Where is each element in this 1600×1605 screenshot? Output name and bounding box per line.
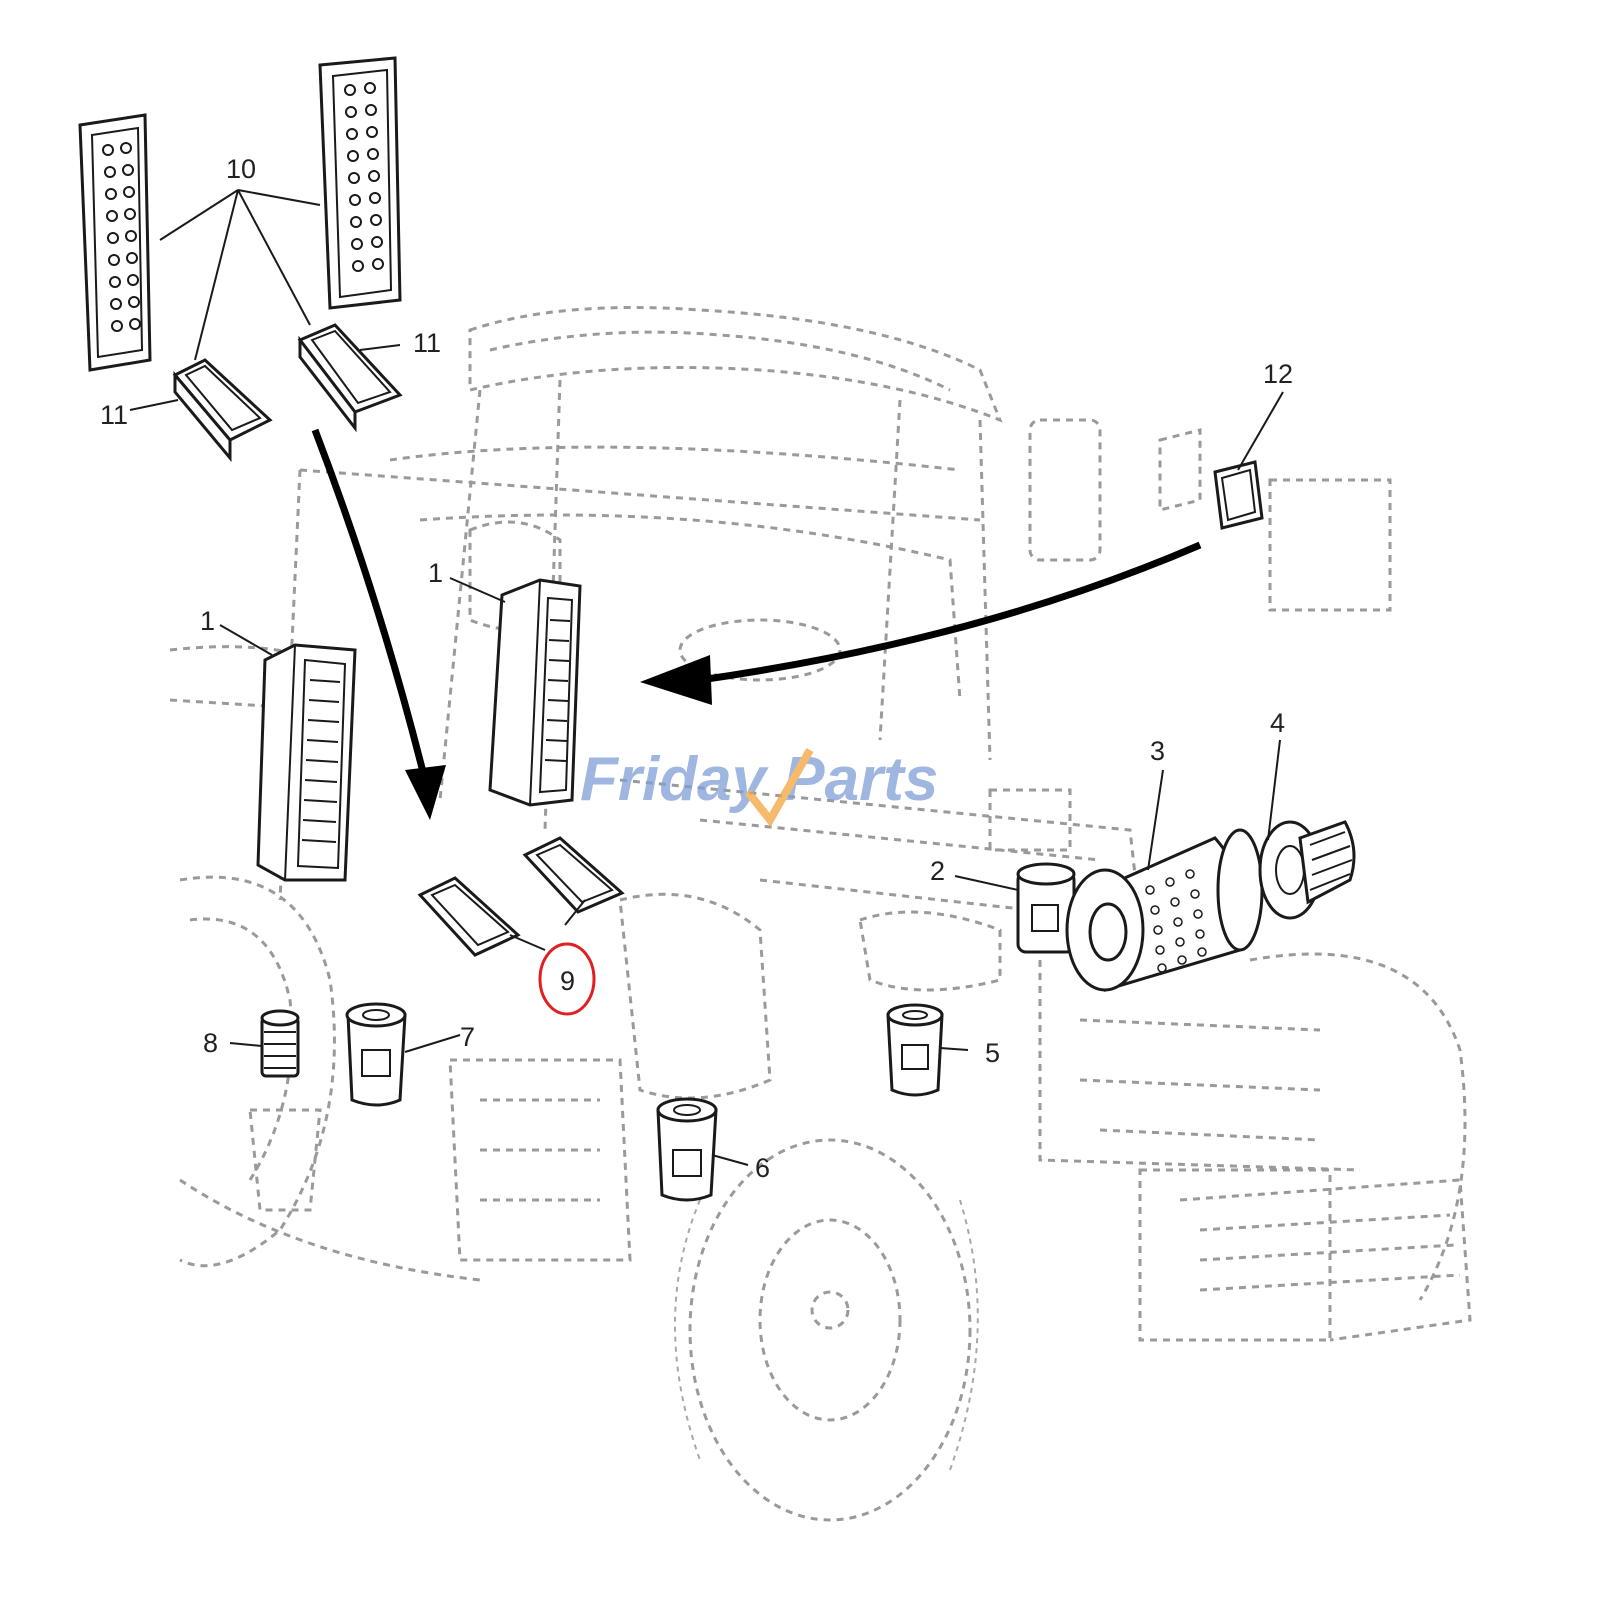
tractor-outline (169, 306, 1472, 1522)
callout-9-highlight (538, 942, 596, 1016)
watermark-logo: Friday Parts (580, 745, 938, 828)
callout-9: 9 (560, 966, 575, 996)
part-9-right (522, 836, 625, 914)
part-7 (345, 1002, 407, 1107)
part-3 (1065, 828, 1264, 992)
callout-4: 4 (1270, 708, 1285, 738)
part-1-right (488, 578, 582, 807)
part-9-left (417, 876, 521, 957)
part-1-left (256, 643, 357, 882)
part-10-left (78, 113, 152, 372)
arrow-head-left-icon (640, 655, 712, 705)
part-12 (1213, 460, 1264, 530)
callout-10: 10 (226, 154, 256, 184)
installation-arrows (311, 428, 1202, 820)
callout-5: 5 (985, 1038, 1000, 1068)
callout-8: 8 (203, 1028, 218, 1058)
part-5 (886, 1003, 944, 1097)
watermark-check-icon (744, 748, 814, 828)
arrow-head-down-icon (405, 765, 446, 820)
part-11-left (172, 358, 273, 463)
callout-11-left: 11 (100, 400, 128, 430)
part-11-right (297, 323, 403, 433)
callout-1-right: 1 (428, 558, 443, 588)
callout-6: 6 (755, 1153, 770, 1183)
part-4 (1258, 820, 1356, 920)
callout-12: 12 (1263, 359, 1293, 389)
callout-labels: 10 11 11 12 1 1 2 3 4 5 6 7 8 9 (100, 154, 1293, 1183)
callout-11-right: 11 (413, 328, 441, 358)
callout-7: 7 (460, 1022, 475, 1052)
part-10-right (318, 56, 402, 310)
callout-2: 2 (930, 856, 945, 886)
callout-3: 3 (1150, 736, 1165, 766)
part-6 (656, 1097, 718, 1202)
part-2 (1016, 862, 1076, 954)
part-8 (260, 1009, 300, 1078)
leader-lines (129, 189, 1284, 1166)
callout-1-left: 1 (200, 606, 215, 636)
